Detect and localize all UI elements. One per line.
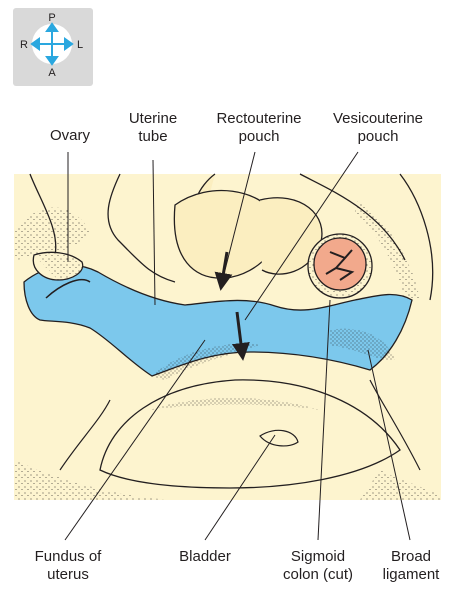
compass-label-bottom: A xyxy=(48,67,56,79)
orientation-compass: P R L A xyxy=(13,8,93,86)
sigmoid-colon-shape xyxy=(308,234,372,298)
compass-label-top: P xyxy=(48,12,55,24)
label-ovary: Ovary xyxy=(38,127,102,145)
label-bladder: Bladder xyxy=(172,548,238,566)
compass-label-right: L xyxy=(77,39,83,51)
compass-label-left: R xyxy=(20,39,28,51)
